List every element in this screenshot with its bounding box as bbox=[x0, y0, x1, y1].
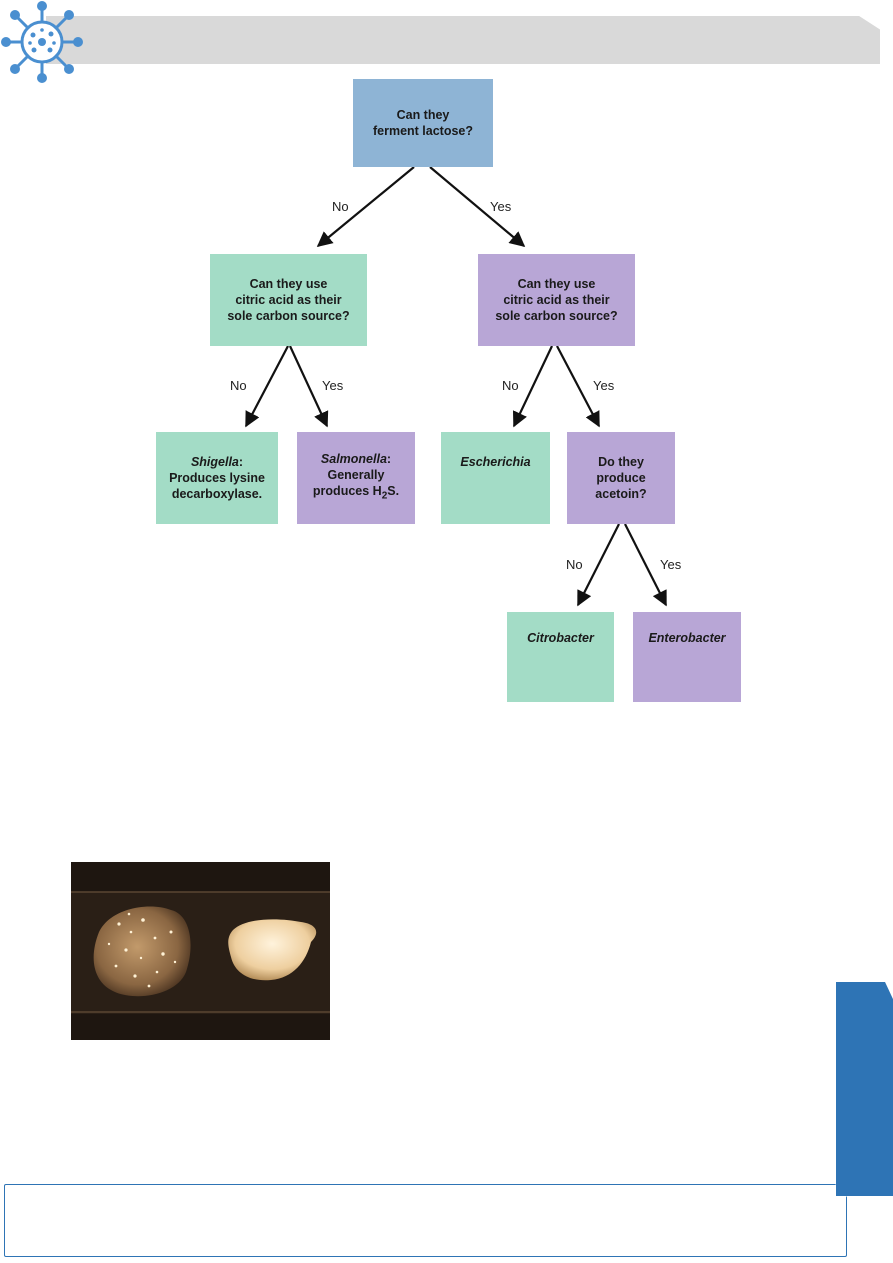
arrow-acetoin-yes bbox=[624, 523, 667, 607]
node-text: sole carbon source? bbox=[495, 309, 618, 323]
header-bar bbox=[46, 16, 880, 64]
arrow-citric1-yes bbox=[289, 345, 329, 428]
node-acetoin: Do they produce acetoin? bbox=[567, 432, 675, 524]
node-text: produce bbox=[596, 471, 646, 485]
arrow-lactose-no bbox=[316, 166, 415, 247]
culture-slide-photo bbox=[71, 862, 330, 1040]
node-salmonella: Salmonella: Generally produces H2S. bbox=[297, 432, 415, 524]
node-text: decarboxylase. bbox=[171, 487, 263, 501]
node-ferment-lactose: Can they ferment lactose? bbox=[353, 79, 493, 167]
node-shigella: Shigella: Produces lysine decarboxylase. bbox=[156, 432, 278, 524]
edge-label-no: No bbox=[566, 557, 583, 572]
node-citric-acid-yes-branch: Can they use citric acid as their sole c… bbox=[478, 254, 635, 346]
genus-name: Escherichia bbox=[460, 455, 531, 469]
genus-name: Salmonella bbox=[320, 452, 387, 467]
node-text: Do they bbox=[598, 455, 644, 469]
node-text: citric acid as their bbox=[235, 293, 342, 307]
edge-label-no: No bbox=[230, 378, 247, 393]
genus-name: Enterobacter bbox=[648, 631, 726, 645]
arrow-citric2-no bbox=[512, 345, 553, 428]
node-text: Generally bbox=[327, 468, 385, 483]
edge-label-yes: Yes bbox=[593, 378, 615, 393]
side-tab bbox=[836, 982, 893, 1196]
node-text: ferment lactose? bbox=[372, 124, 474, 138]
virus-icon bbox=[1, 1, 83, 83]
edge-label-no: No bbox=[502, 378, 519, 393]
edge-label-yes: Yes bbox=[322, 378, 344, 393]
node-text: Can they use bbox=[517, 277, 596, 291]
node-text: Produces lysine bbox=[169, 471, 265, 485]
node-enterobacter: Enterobacter bbox=[633, 612, 741, 702]
node-text: Can they use bbox=[249, 277, 328, 291]
node-text: : bbox=[386, 452, 392, 467]
edge-label-no: No bbox=[332, 199, 349, 214]
photo-image bbox=[71, 862, 330, 1040]
node-text: produces H bbox=[312, 484, 382, 499]
edge-label-yes: Yes bbox=[660, 557, 682, 572]
node-text: : bbox=[238, 455, 244, 469]
node-text: citric acid as their bbox=[503, 293, 610, 307]
node-text: S. bbox=[387, 484, 400, 499]
genus-name: Citrobacter bbox=[527, 631, 594, 645]
genus-name: Shigella bbox=[190, 455, 239, 469]
arrow-citric1-no bbox=[245, 345, 289, 428]
subscript: 2 bbox=[381, 490, 388, 502]
arrow-lactose-yes bbox=[429, 166, 526, 247]
node-citric-acid-no-branch: Can they use citric acid as their sole c… bbox=[210, 254, 367, 346]
node-text: sole carbon source? bbox=[227, 309, 350, 323]
footer-box bbox=[4, 1184, 847, 1257]
arrow-citric2-yes bbox=[556, 345, 600, 428]
edge-label-yes: Yes bbox=[490, 199, 512, 214]
arrow-acetoin-no bbox=[577, 523, 620, 607]
node-escherichia: Escherichia bbox=[441, 432, 550, 524]
flowchart-arrows bbox=[245, 166, 667, 607]
node-text: acetoin? bbox=[595, 487, 647, 501]
node-text: Can they bbox=[396, 108, 450, 122]
node-citrobacter: Citrobacter bbox=[507, 612, 614, 702]
